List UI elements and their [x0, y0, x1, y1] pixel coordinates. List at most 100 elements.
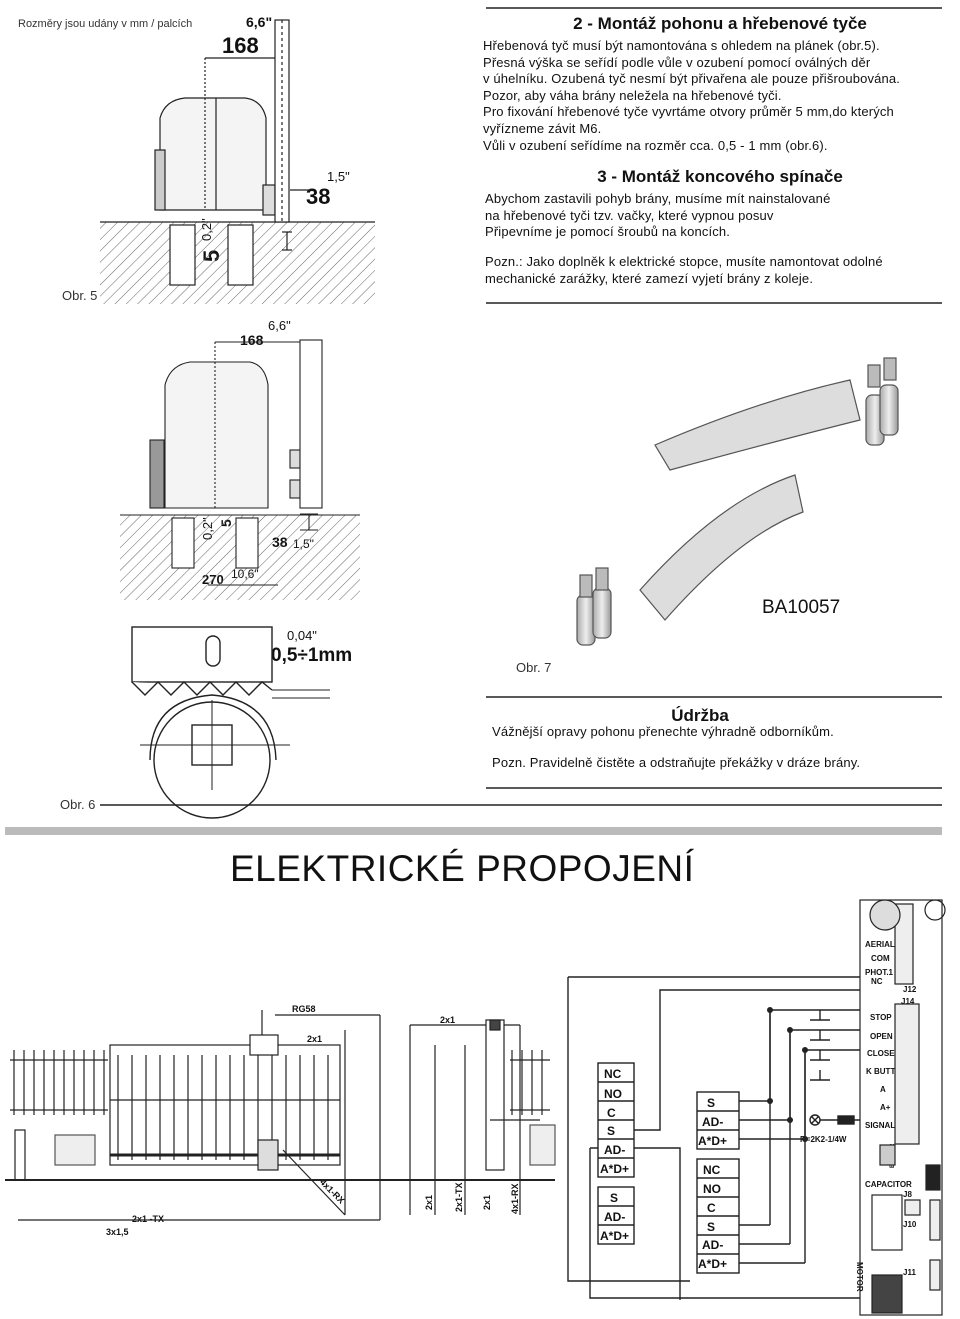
fig6-label: Obr. 6: [60, 797, 96, 812]
board-label: AERIAL: [865, 940, 895, 949]
section2-line: Hřebenová tyč musí být namontována s ohl…: [483, 38, 880, 53]
cable-2x1tx-v: 2x1-TX: [454, 1182, 464, 1212]
electrical-title: ELEKTRICKÉ PROPOJENÍ: [230, 848, 695, 889]
section2-title: 2 - Montáž pohonu a hřebenové tyče: [573, 14, 867, 33]
tx-term: NO: [604, 1087, 622, 1101]
rx-b-term: AD-: [702, 1238, 724, 1252]
tx-term: AD-: [604, 1143, 626, 1157]
fence-right: [510, 1050, 550, 1115]
fig6-gap-mm: 0,5÷1mm: [271, 645, 353, 666]
cable-2x1-top: 2x1: [307, 1034, 323, 1044]
rx-b-term: A*D+: [698, 1257, 728, 1271]
section3-text: Abychom zastavili pohyb brány, musíme mí…: [485, 191, 955, 241]
lamp-term: S: [610, 1191, 619, 1205]
fig7-label: Obr. 7: [516, 660, 552, 675]
fig5b-base-in: 10,6": [231, 567, 259, 581]
fig5-gap-mm: 5: [199, 249, 224, 262]
tx-term: S: [607, 1124, 616, 1138]
board-label: CAPACITOR: [865, 1180, 912, 1189]
fig5b-s-label: S: [300, 382, 311, 399]
rx-b-term: NC: [703, 1163, 721, 1177]
board-label: J14: [901, 997, 915, 1006]
section3-note-line: Pozn.: Jako doplněk k elektrické stopce,…: [485, 254, 883, 269]
fig5-height-in: 4,86": [187, 119, 202, 149]
units-note: Rozměry jsou udány v mm / palcích: [18, 18, 193, 30]
board-label: MOTOR: [855, 1262, 864, 1292]
tx-term: A*D+: [600, 1162, 630, 1176]
fig5b-offset-mm: 38: [272, 534, 288, 550]
section3-line: Abychom zastavili pohyb brány, musíme mí…: [485, 191, 831, 206]
grey-divider-bar: [5, 827, 942, 835]
section3-title: 3 - Montáž koncového spínače: [597, 167, 843, 186]
board-label: NC: [871, 977, 883, 986]
cable-4x1rx-v: 4x1-RX: [510, 1183, 520, 1214]
fig5-width-in: 6,6": [246, 14, 273, 30]
board-label: OPEN: [870, 1032, 893, 1041]
section2-line: Vůli v ozubení seřídíme na rozměr cca. 0…: [483, 137, 828, 153]
board-label: COM: [871, 954, 890, 963]
cable-3x15: 3x1,5: [106, 1227, 129, 1237]
wiring-dots: [767, 1007, 808, 1142]
fig5-offset-mm: 38: [306, 184, 331, 209]
tx-term: NC: [604, 1067, 622, 1081]
rx-b-term: S: [707, 1220, 716, 1234]
fig5b-offset-in: 1,5": [293, 537, 314, 551]
board-label: J11: [903, 1268, 916, 1277]
section2-line: Pro fixování hřebenové tyče vyvrtáme otv…: [483, 104, 894, 120]
board-label: J8: [903, 1190, 912, 1199]
fig5-height-mm: 123,5: [209, 119, 234, 175]
fig5b-height-mm: 123,5: [216, 461, 232, 497]
section2-text: Hřebenová tyč musí být namontována s ohl…: [483, 38, 953, 154]
board-label: K BUTT: [866, 1067, 896, 1076]
section2-line: Pozor, aby váha brány neležela na hřeben…: [483, 87, 782, 103]
board-label: BUZZER: [890, 1143, 896, 1168]
fig5b-gap-in: 0,2": [200, 517, 215, 540]
tx-term: C: [607, 1106, 616, 1120]
fig5-motor-drawing: [100, 19, 375, 304]
maintenance-line2: Pozn. Pravidelně čistěte a odstraňujte p…: [492, 755, 861, 770]
part-code: BA10057: [762, 597, 841, 618]
lamp-term: AD-: [604, 1210, 626, 1224]
fig7-limit-cams: [576, 357, 899, 646]
board-label: J10: [903, 1220, 917, 1229]
lamp-term: A*D+: [600, 1229, 630, 1243]
rx-a-term: A*D+: [698, 1134, 728, 1148]
cable-2x1tx-h: 2x1 -TX: [132, 1214, 165, 1224]
rx-b-term: C: [707, 1201, 716, 1215]
board-label: STOP: [870, 1013, 892, 1022]
section2-line: vyřízneme závit M6.: [483, 120, 602, 136]
section3-note: Pozn.: Jako doplněk k elektrické stopce,…: [485, 254, 955, 287]
board-label: A: [880, 1085, 886, 1094]
board-label: A+: [880, 1103, 891, 1112]
maintenance-title: Údržba: [671, 706, 729, 725]
board-label: SIGNAL: [865, 1121, 896, 1130]
fig5-gap-in: 0,2": [199, 218, 214, 241]
section2-line: v úhelníku. Ozubená tyč nesmí být přivař…: [483, 71, 901, 87]
fig5b-motor-drawing: [120, 339, 360, 600]
fig6-gap-in: 0,04": [287, 628, 317, 643]
board-label: PHOT.1: [865, 968, 894, 977]
cable-2x1-v-right: 2x1: [482, 1194, 492, 1210]
section3-line: na hřebenové tyči tzv. vačky, které vypn…: [485, 207, 774, 223]
resistor-label: R=2K2-1/4W: [800, 1135, 847, 1144]
fig5-width-mm: 168: [222, 33, 259, 58]
fence-left: [10, 1050, 108, 1115]
fig5b-width-mm: 168: [240, 332, 264, 348]
rx-b-term: NO: [703, 1182, 721, 1196]
fig5-label: Obr. 5: [62, 288, 98, 303]
cable-rg58: RG58: [292, 1004, 316, 1014]
rx-a-term: AD-: [702, 1115, 724, 1129]
fig5b-height-in: 4,86": [198, 470, 213, 500]
fig5b-base-mm: 270: [202, 572, 224, 587]
section3-line: Připevníme je pomocí šroubů na koncích.: [485, 224, 731, 240]
section3-note-line: mechanické zarážky, které zamezí vyjetí …: [485, 270, 814, 286]
cable-4x1rx-diag: 4x1-RX: [317, 1177, 347, 1206]
maintenance-line1: Vážnější opravy pohonu přenechte výhradn…: [492, 724, 834, 739]
section2-line: Přesná výška se seřídí podle vůle v ozub…: [483, 54, 871, 70]
cable-2x1-v-left: 2x1: [424, 1194, 434, 1210]
fig5-offset-in: 1,5": [327, 169, 350, 184]
fig5b-width-in: 6,6": [268, 318, 291, 333]
rx-a-term: S: [707, 1096, 716, 1110]
board-label: CLOSE: [867, 1049, 895, 1058]
gate-diagram: [5, 1010, 556, 1221]
